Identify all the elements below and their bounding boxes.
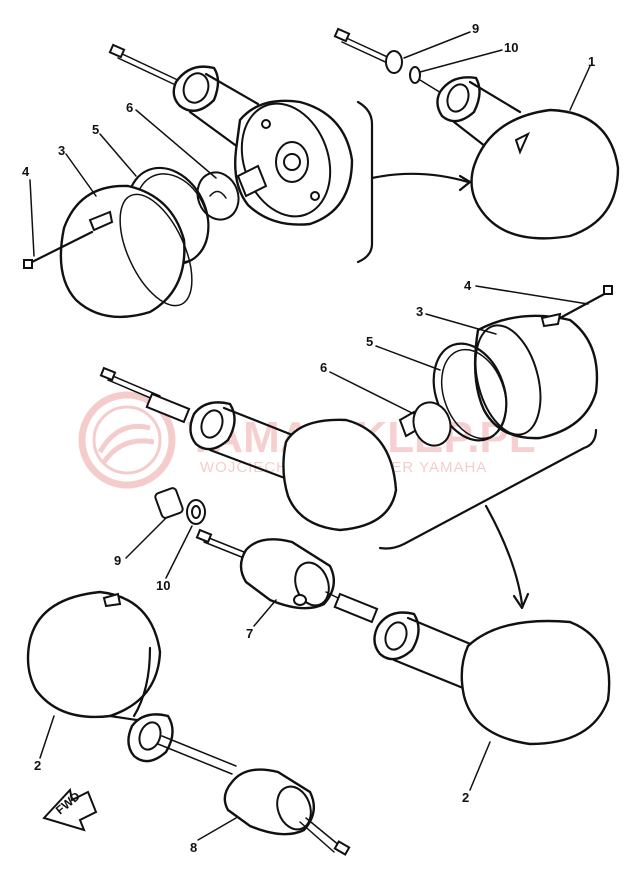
watermark-logo [78, 391, 176, 489]
callout-5-mid: 5 [366, 334, 373, 349]
callout-5-top: 5 [92, 122, 99, 137]
forward-direction-arrow: FWD [42, 787, 98, 832]
lower-right-signal [333, 592, 611, 746]
middle-signal-stem [99, 366, 398, 532]
callout-3-mid: 3 [416, 304, 423, 319]
callout-6-mid: 6 [320, 360, 327, 375]
lower-left-signal [26, 590, 351, 856]
lower-small-parts [154, 487, 343, 610]
callout-6-top: 6 [126, 100, 133, 115]
callout-7: 7 [246, 626, 253, 641]
callout-numbers: 9 10 1 6 5 3 4 4 3 5 6 9 10 7 2 2 8 [22, 21, 595, 855]
callout-3-top: 3 [58, 143, 65, 158]
callout-10-low: 10 [156, 578, 170, 593]
callout-8: 8 [190, 840, 197, 855]
callout-9-top: 9 [472, 21, 479, 36]
assembly-bracket-top [356, 100, 374, 264]
callout-9-low: 9 [114, 553, 121, 568]
assembly-arrow-top [370, 172, 470, 184]
callout-4-mid: 4 [464, 278, 472, 293]
callout-2-left: 2 [34, 758, 41, 773]
assembly-arrow-middle [484, 504, 524, 606]
leader-lines [29, 31, 591, 841]
callout-10-top: 10 [504, 40, 518, 55]
callout-1: 1 [588, 54, 595, 69]
middle-right-exploded-parts [398, 285, 613, 447]
top-left-exploded-signal [23, 43, 354, 318]
top-right-assembled-signal [333, 27, 620, 240]
callout-2-right: 2 [462, 790, 469, 805]
assembly-bracket-middle [378, 428, 598, 550]
callout-4-top: 4 [22, 164, 30, 179]
